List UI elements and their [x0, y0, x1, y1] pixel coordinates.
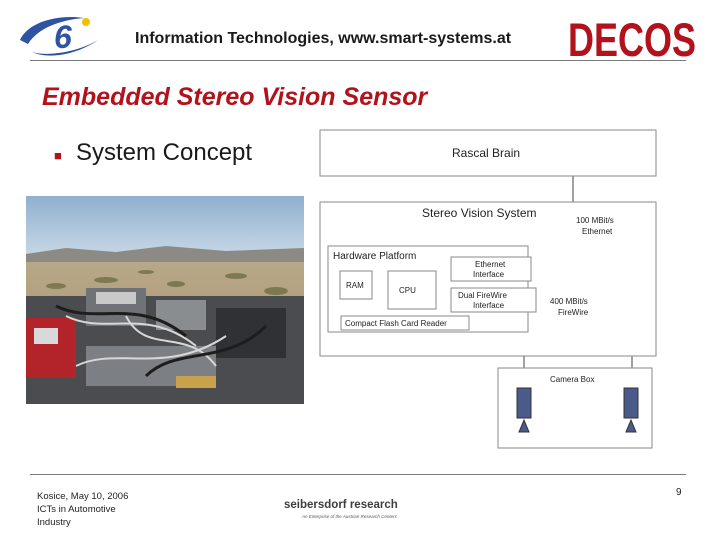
bullet-system-concept: System Concept: [76, 139, 253, 166]
ethernet-link-label-1: 100 MBit/s: [576, 216, 614, 225]
header-divider: [30, 60, 686, 61]
camera-box-label: Camera Box: [550, 375, 594, 384]
firewire-link-label-2: FireWire: [558, 308, 589, 317]
right-camera-icon: [623, 387, 639, 433]
ethernet-interface-label-2: Interface: [473, 270, 505, 279]
cpu-label: CPU: [399, 286, 416, 295]
ram-box: [339, 270, 373, 300]
footer-date-location: Kosice, May 10, 2006: [37, 491, 129, 502]
system-concept-diagram: Rascal Brain Stereo Vision System 100 MB…: [319, 129, 657, 449]
hardware-platform-label: Hardware Platform: [333, 251, 416, 262]
firewire-interface-label-2: Interface: [473, 301, 505, 310]
ethernet-link-label-2: Ethernet: [582, 227, 613, 236]
compact-flash-box: [340, 315, 470, 331]
fp6-logo: 6: [20, 16, 98, 56]
footer-divider: [30, 474, 686, 475]
header-title: Information Technologies, www.smart-syst…: [135, 30, 512, 47]
fp6-logo-number: 6: [54, 19, 72, 55]
seibersdorf-logo: seibersdorf research An Enterprise of th…: [284, 499, 398, 519]
ram-label: RAM: [346, 281, 364, 290]
footer-event: ICTs in Automotive: [37, 504, 116, 515]
seibersdorf-logo-tagline: An Enterprise of the Austrian Research C…: [301, 514, 398, 519]
left-camera-icon: [516, 387, 532, 433]
slide-title: Embedded Stereo Vision Sensor: [42, 83, 428, 111]
compact-flash-label: Compact Flash Card Reader: [345, 319, 447, 328]
stereo-vision-system-label: Stereo Vision System: [422, 206, 537, 220]
page-number: 9: [676, 487, 682, 498]
decos-logo-text: DECOS: [568, 13, 696, 64]
firewire-interface-label-1: Dual FireWire: [458, 291, 507, 300]
cpu-box: [387, 270, 437, 310]
seibersdorf-logo-text: seibersdorf research: [284, 499, 398, 511]
bullet-marker: ■: [54, 148, 62, 163]
rascal-brain-box: [319, 129, 657, 177]
footer-event-cont: Industry: [37, 517, 71, 528]
ethernet-interface-box: [450, 256, 532, 282]
rascal-brain-label: Rascal Brain: [452, 146, 520, 160]
firewire-interface-box: [450, 287, 537, 313]
firewire-link-label-1: 400 MBit/s: [550, 297, 588, 306]
ethernet-interface-label-1: Ethernet: [475, 260, 506, 269]
decos-logo: DECOS: [566, 6, 698, 64]
vehicle-photo: [26, 196, 304, 404]
